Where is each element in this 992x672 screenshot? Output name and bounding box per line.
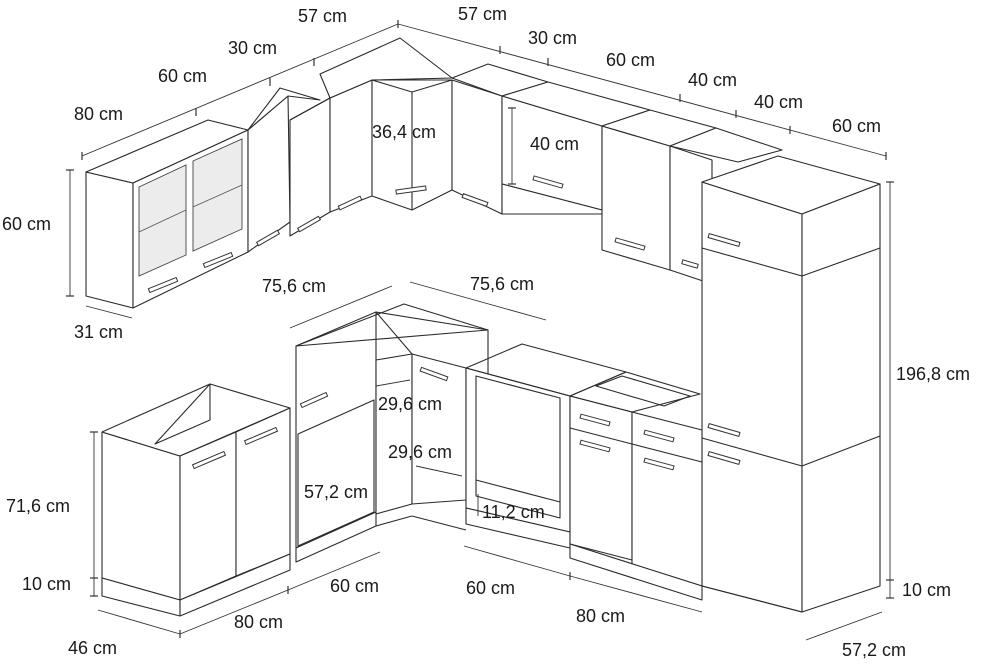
label-h57: 57,2 cm	[304, 482, 368, 502]
label-h60: 60 cm	[2, 214, 51, 234]
label-w60-left: 60 cm	[158, 66, 207, 86]
tall-cabinet	[701, 155, 881, 613]
label-w30-left: 30 cm	[228, 38, 277, 58]
label-w40-a: 40 cm	[688, 70, 737, 90]
dimension-lines	[66, 20, 894, 641]
label-w60-right: 60 cm	[606, 50, 655, 70]
label-d31: 31 cm	[74, 322, 123, 342]
label-d57-bottom: 57,2 cm	[842, 640, 906, 660]
label-d29-b: 29,6 cm	[388, 442, 452, 462]
lower-cabinets	[101, 303, 703, 617]
label-d46: 46 cm	[68, 638, 117, 658]
label-plinth-left: 10 cm	[22, 574, 71, 594]
label-d29-a: 29,6 cm	[378, 394, 442, 414]
label-c75-left: 75,6 cm	[262, 276, 326, 296]
label-w80-bottom-right: 80 cm	[576, 606, 625, 626]
label-w30-right: 30 cm	[528, 28, 577, 48]
label-w60-far: 60 cm	[832, 116, 881, 136]
label-c75-right: 75,6 cm	[470, 274, 534, 294]
label-top-57-left: 57 cm	[298, 6, 347, 26]
label-w80-left: 80 cm	[74, 104, 123, 124]
label-w60-bottom-left: 60 cm	[330, 576, 379, 596]
label-plinth-right: 10 cm	[902, 580, 951, 600]
upper-cabinets	[85, 37, 783, 309]
label-w60-bottom-right: 60 cm	[466, 578, 515, 598]
label-w80-bottom-left: 80 cm	[234, 612, 283, 632]
label-h196: 196,8 cm	[896, 364, 970, 384]
label-w40-b: 40 cm	[754, 92, 803, 112]
dimension-labels: 57 cm 57 cm 30 cm 60 cm 80 cm 30 cm 60 c…	[2, 4, 970, 660]
label-h40: 40 cm	[530, 134, 579, 154]
label-h71: 71,6 cm	[6, 496, 70, 516]
label-corner-36: 36,4 cm	[372, 122, 436, 142]
label-top-57-right: 57 cm	[458, 4, 507, 24]
label-h11: 11,2 cm	[482, 502, 545, 522]
